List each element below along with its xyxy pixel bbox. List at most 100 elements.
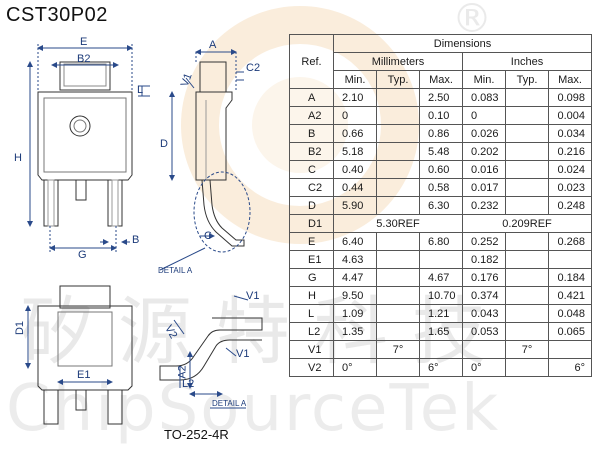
cell-mm-min: 2.10 xyxy=(333,88,377,107)
cell-mm-max: 6.80 xyxy=(419,232,463,251)
cell-in-max: 0.216 xyxy=(548,142,592,161)
cell-in-min: 0 xyxy=(462,106,506,125)
cell-mm-max: 0.86 xyxy=(419,124,463,143)
cell-ref: A xyxy=(289,88,334,107)
cell-in-typ xyxy=(505,106,549,125)
cell-in-typ xyxy=(505,250,549,269)
cell-in-min: 0.252 xyxy=(462,232,506,251)
cell-in-max: 0.184 xyxy=(548,268,592,287)
cell-mm-typ xyxy=(376,160,420,179)
cell-in-max: 0.421 xyxy=(548,286,592,305)
cell-mm-min: 4.63 xyxy=(333,250,377,269)
cell-in-ref: 0.209REF xyxy=(462,214,592,233)
cell-in-min: 0.026 xyxy=(462,124,506,143)
cell-ref: E1 xyxy=(289,250,334,269)
cell-mm-typ xyxy=(376,358,420,377)
cell-mm-min: 4.47 xyxy=(333,268,377,287)
cell-mm-typ xyxy=(376,286,420,305)
cell-mm-typ xyxy=(376,142,420,161)
cell-in-max: 0.268 xyxy=(548,232,592,251)
cell-in-max: 0.098 xyxy=(548,88,592,107)
cell-mm-typ xyxy=(376,322,420,341)
cell-mm-max: 0.58 xyxy=(419,178,463,197)
package-label: TO-252-4R xyxy=(164,427,229,442)
cell-mm-max: 6° xyxy=(419,358,463,377)
cell-mm-min: 0.44 xyxy=(333,178,377,197)
cell-mm-min: 1.09 xyxy=(333,304,377,323)
cell-in-typ xyxy=(505,322,549,341)
cell-in-max: 0.004 xyxy=(548,106,592,125)
part-number-title: CST30P02 xyxy=(6,4,108,26)
cell-mm-max: 6.30 xyxy=(419,196,463,215)
cell-in-max: 6° xyxy=(548,358,592,377)
subheader-in-typ: Typ. xyxy=(505,70,549,89)
subheader-in-min: Min. xyxy=(462,70,506,89)
cell-in-max: 0.065 xyxy=(548,322,592,341)
cell-ref: C xyxy=(289,160,334,179)
cell-mm-typ xyxy=(376,250,420,269)
bottom-view xyxy=(25,285,133,425)
cell-mm-min: 1.35 xyxy=(333,322,377,341)
cell-mm-max: 0.10 xyxy=(419,106,463,125)
cell-in-typ xyxy=(505,232,549,251)
cell-mm-min: 0.66 xyxy=(333,124,377,143)
cell-mm-max: 2.50 xyxy=(419,88,463,107)
cell-ref: D xyxy=(289,196,334,215)
cell-mm-typ xyxy=(376,232,420,251)
cell-in-typ xyxy=(505,304,549,323)
cell-ref: C2 xyxy=(289,178,334,197)
cell-in-max: 0.023 xyxy=(548,178,592,197)
cell-in-max xyxy=(548,250,592,269)
cell-mm-max xyxy=(419,250,463,269)
cell-in-min: 0.202 xyxy=(462,142,506,161)
cell-in-min xyxy=(462,340,506,359)
subheader-mm-min: Min. xyxy=(333,70,377,89)
cell-ref: L xyxy=(289,304,334,323)
cell-in-typ: 7° xyxy=(505,340,549,359)
cell-in-min: 0° xyxy=(462,358,506,377)
header-millimeters: Millimeters xyxy=(333,52,463,71)
cell-in-typ xyxy=(505,286,549,305)
cell-mm-max: 4.67 xyxy=(419,268,463,287)
subheader-in-max: Max. xyxy=(548,70,592,89)
cell-in-max xyxy=(548,340,592,359)
cell-mm-max: 5.48 xyxy=(419,142,463,161)
top-view xyxy=(27,44,150,252)
cell-mm-min: 6.40 xyxy=(333,232,377,251)
table-header-row-1: Ref. Dimensions xyxy=(289,34,592,89)
cell-mm-typ xyxy=(376,88,420,107)
cell-mm-typ xyxy=(376,196,420,215)
package-drawing xyxy=(25,44,263,425)
header-dimensions: Dimensions xyxy=(333,34,592,53)
cell-in-typ xyxy=(505,142,549,161)
cell-in-typ xyxy=(505,88,549,107)
cell-mm-max: 0.60 xyxy=(419,160,463,179)
cell-ref: L2 xyxy=(289,322,334,341)
cell-in-max: 0.248 xyxy=(548,196,592,215)
table-header-row-2: Millimeters Inches xyxy=(290,52,592,71)
cell-mm-max: 1.65 xyxy=(419,322,463,341)
cell-in-min: 0.017 xyxy=(462,178,506,197)
cell-ref: B xyxy=(289,124,334,143)
table-header-row-3: Min. Typ. Max. Min. Typ. Max. xyxy=(290,70,592,89)
cell-ref: D1 xyxy=(289,214,334,233)
cell-mm-typ xyxy=(376,178,420,197)
cell-ref: B2 xyxy=(289,142,334,161)
cell-in-typ xyxy=(505,124,549,143)
cell-in-typ xyxy=(505,358,549,377)
cell-in-typ xyxy=(505,196,549,215)
